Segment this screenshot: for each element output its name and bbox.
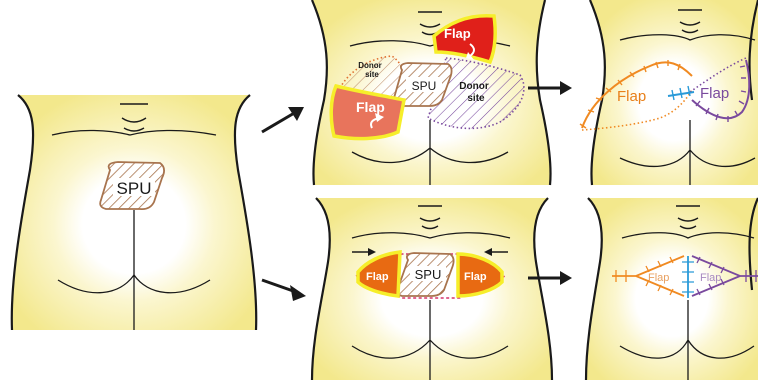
left-flap-label: Flap [356, 99, 385, 115]
right-flap-label: Flap [700, 272, 721, 284]
arrow-to-bottom-head [290, 285, 306, 301]
panel-rotation-flaps: SPU Flap Flap Donor site Donor site [312, 0, 551, 185]
left-donor-label-2: site [365, 70, 379, 79]
panel-advancement-flaps: SPU Flap Flap [312, 198, 552, 380]
left-flap-label: Flap [366, 271, 389, 283]
buttocks-body [590, 0, 758, 185]
right-donor-label-2: site [467, 93, 485, 104]
right-flap-label: Flap [464, 271, 487, 283]
panel-advancement-result: Flap Flap [586, 198, 758, 380]
buttocks-body [586, 198, 758, 380]
right-flap-label: Flap [700, 85, 729, 102]
arrow-bottom-right-head [560, 271, 572, 285]
panel-initial: SPU [12, 95, 256, 330]
panel-rotation-result: Flap Flap [580, 0, 758, 185]
left-donor-label-1: Donor [358, 61, 382, 70]
right-flap-label: Flap [444, 26, 471, 41]
spu-label: SPU [415, 267, 442, 282]
spu-label: SPU [412, 79, 437, 93]
arrow-to-top [262, 112, 296, 132]
arrow-top-right-head [560, 81, 572, 95]
right-donor-label-1: Donor [459, 81, 489, 92]
spu-label: SPU [117, 179, 152, 198]
left-flap-label: Flap [648, 272, 669, 284]
left-flap-label: Flap [617, 88, 646, 105]
